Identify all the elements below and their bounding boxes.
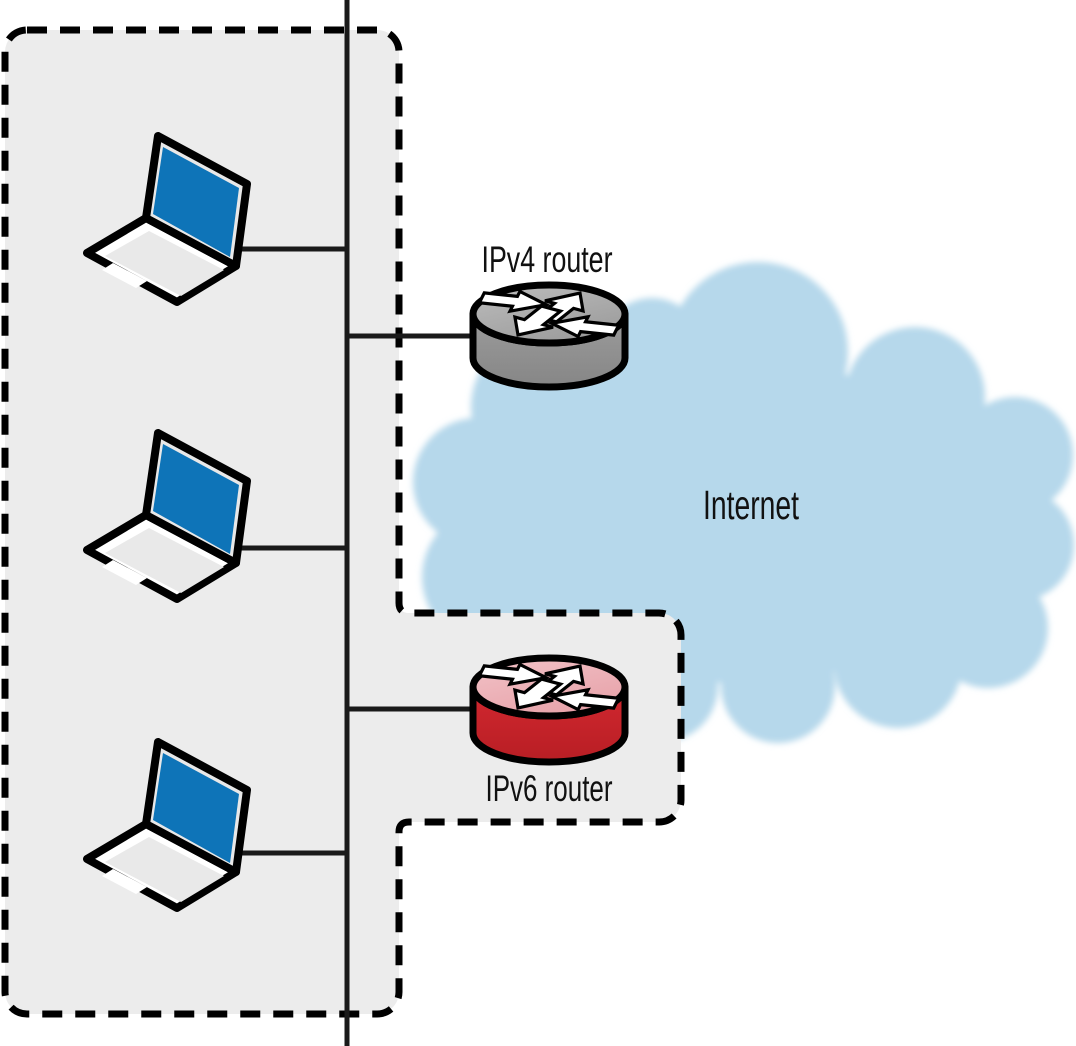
ipv6-router-label: IPv6 router	[486, 768, 613, 809]
ipv4-router-icon	[469, 281, 629, 391]
internet-label: Internet	[703, 482, 799, 528]
ipv6-router-icon	[469, 654, 629, 766]
ipv4-router-label: IPv4 router	[482, 239, 613, 280]
